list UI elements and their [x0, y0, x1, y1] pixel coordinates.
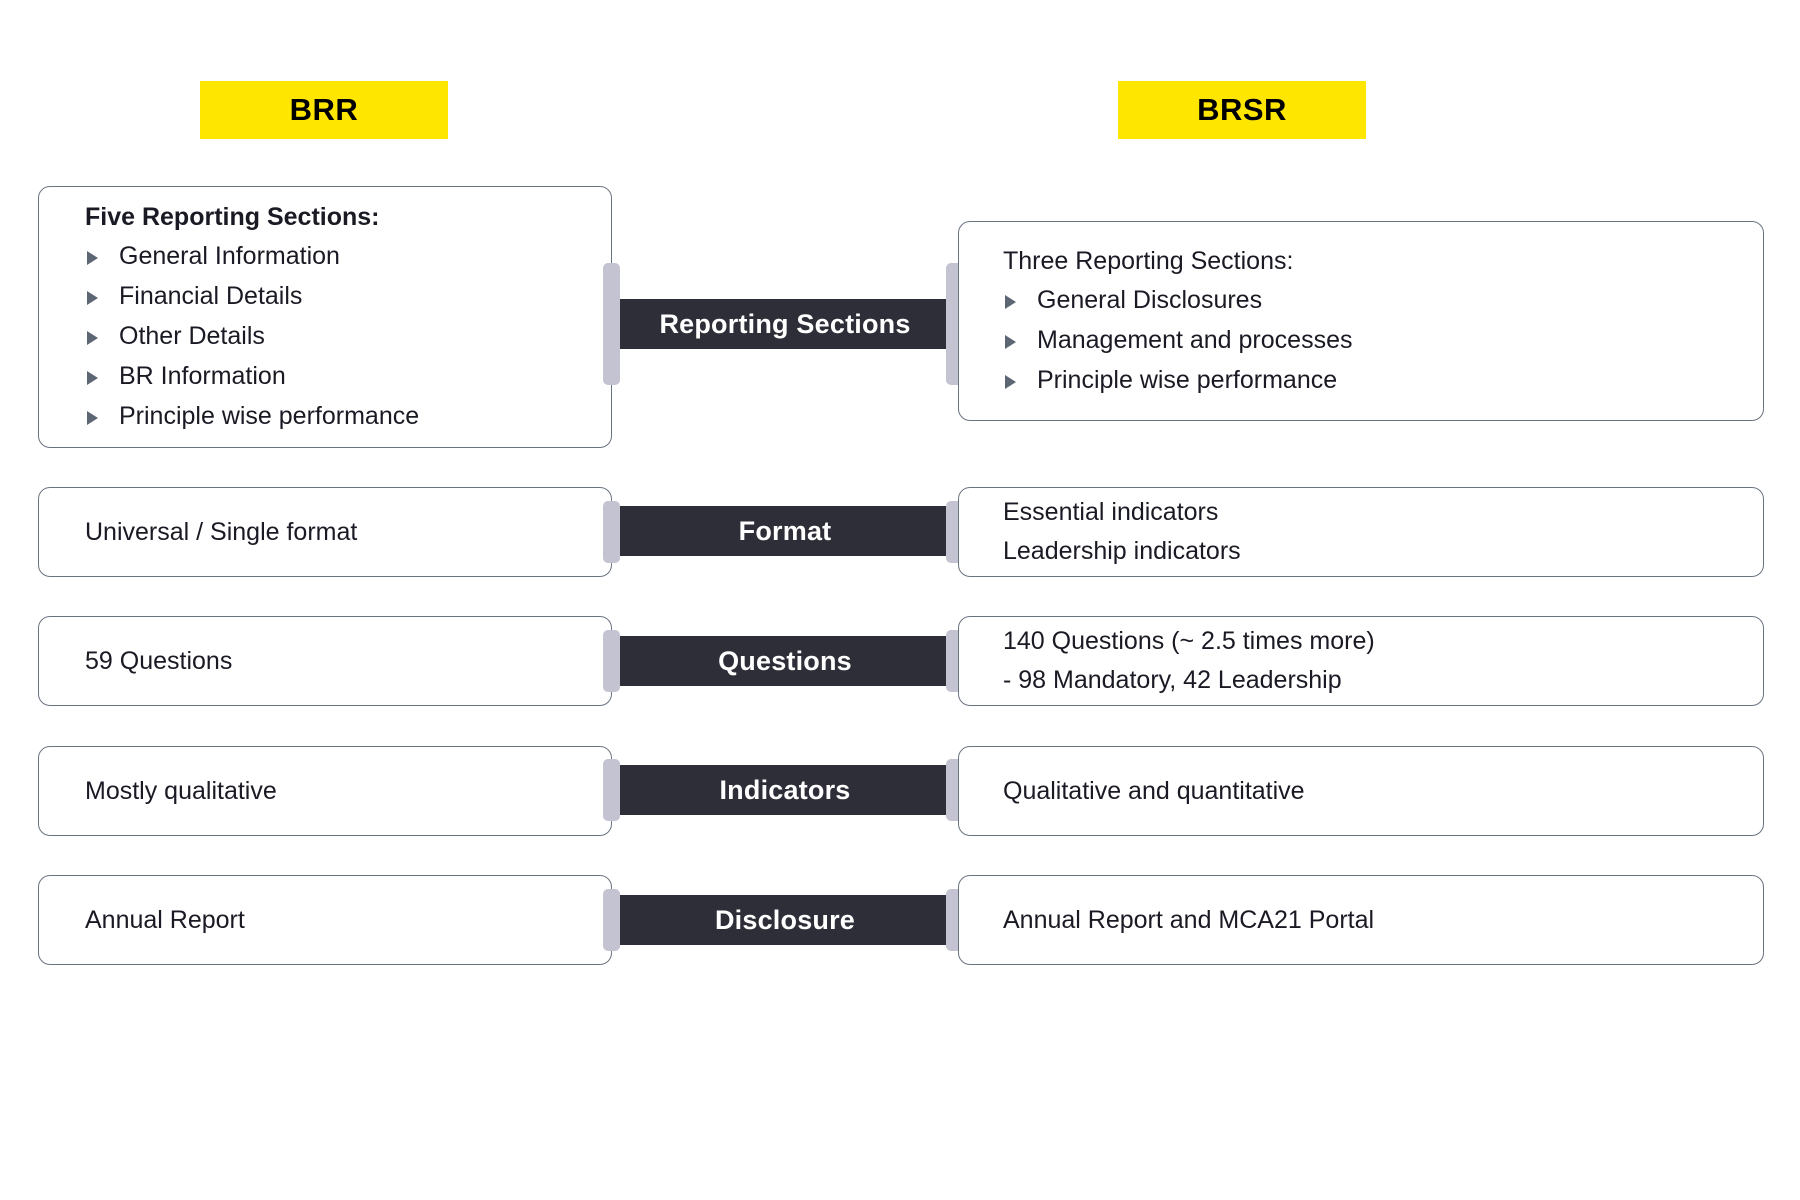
triangle-bullet-icon [87, 251, 98, 265]
list-item: Principle wise performance [85, 404, 611, 429]
list-item: Management and processes [1003, 328, 1763, 353]
card-text-line: - 98 Mandatory, 42 Leadership [1003, 666, 1342, 694]
category-label-text: Questions [718, 645, 852, 676]
brr-card: Universal / Single format [38, 487, 612, 577]
list-item-label: Management and processes [1037, 326, 1353, 354]
connector-stub-left [603, 501, 620, 563]
triangle-bullet-icon [87, 411, 98, 425]
category-label-text: Format [738, 515, 832, 546]
list-item-label: Principle wise performance [1037, 366, 1338, 394]
brsr-card: 140 Questions (~ 2.5 times more) - 98 Man… [958, 616, 1764, 706]
list-item: Financial Details [85, 284, 611, 309]
card-text-line: Annual Report [85, 905, 245, 934]
category-label-bar: Questions [620, 636, 950, 686]
brr-card: 59 Questions [38, 616, 612, 706]
list-item: General Information [85, 244, 611, 269]
list-item-label: General Information [119, 242, 340, 270]
card-lead-text: Three Reporting Sections: [1003, 247, 1294, 275]
brr-card: Mostly qualitative [38, 746, 612, 836]
list-item-label: Other Details [119, 322, 265, 350]
list-item-label: General Disclosures [1037, 286, 1263, 314]
list-item-label: BR Information [119, 362, 286, 390]
brr-card: Annual Report [38, 875, 612, 965]
list-item-label: Financial Details [119, 282, 303, 310]
card-text-line: Qualitative and quantitative [1003, 776, 1305, 805]
card-text-line: 59 Questions [85, 646, 233, 675]
category-label-text: Reporting Sections [659, 308, 911, 339]
triangle-bullet-icon [87, 331, 98, 345]
triangle-bullet-icon [1005, 375, 1016, 389]
brr-card: Five Reporting Sections: General Informat… [38, 186, 612, 448]
category-label-text: Indicators [719, 774, 851, 805]
triangle-bullet-icon [87, 291, 98, 305]
category-label-text: Disclosure [714, 904, 856, 935]
category-label-bar: Indicators [620, 765, 950, 815]
brsr-card: Qualitative and quantitative [958, 746, 1764, 836]
connector-stub-left [603, 889, 620, 951]
category-label-bar: Disclosure [620, 895, 950, 945]
list-item-label: Principle wise performance [119, 402, 420, 430]
list-item: General Disclosures [1003, 288, 1763, 313]
category-label-bar: Reporting Sections [620, 299, 950, 349]
list-item: BR Information [85, 364, 611, 389]
header-badge-brsr: BRSR [1118, 81, 1366, 139]
connector-stub-left [603, 263, 620, 385]
list-item: Principle wise performance [1003, 368, 1763, 393]
list-item: Other Details [85, 324, 611, 349]
connector-stub-left [603, 630, 620, 692]
header-badge-brr: BRR [200, 81, 448, 139]
card-text-line: Mostly qualitative [85, 776, 277, 805]
card-lead-text: Five Reporting Sections: [85, 203, 380, 231]
triangle-bullet-icon [1005, 295, 1016, 309]
triangle-bullet-icon [87, 371, 98, 385]
card-text-line: Annual Report and MCA21 Portal [1003, 905, 1375, 934]
card-text-line: Leadership indicators [1003, 537, 1241, 565]
connector-stub-left [603, 759, 620, 821]
brsr-card: Three Reporting Sections: General Disclos… [958, 221, 1764, 421]
card-text-line: Universal / Single format [85, 517, 358, 546]
triangle-bullet-icon [1005, 335, 1016, 349]
category-label-bar: Format [620, 506, 950, 556]
brsr-card: Annual Report and MCA21 Portal [958, 875, 1764, 965]
card-text-line: 140 Questions (~ 2.5 times more) [1003, 627, 1375, 656]
card-text-line: Essential indicators [1003, 498, 1219, 527]
